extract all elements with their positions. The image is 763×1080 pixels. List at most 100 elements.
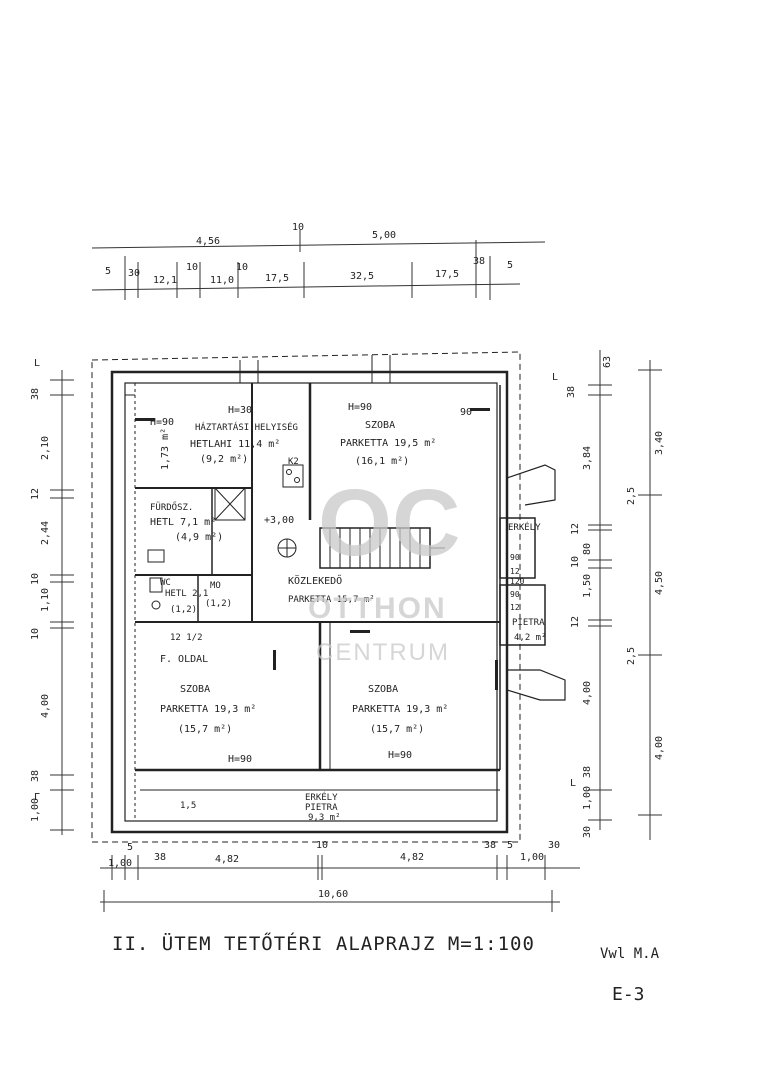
room-r7-name: KÖZLEKEDŐ bbox=[288, 573, 342, 587]
right-dim: 10 bbox=[570, 556, 581, 568]
room-r3-height: H=90 bbox=[348, 402, 372, 413]
watermark: OC OTTHON CENTRUM bbox=[308, 470, 461, 666]
walls bbox=[91, 351, 566, 843]
right-outer-dim: 3,40 bbox=[654, 431, 665, 455]
top-dimension-lines bbox=[91, 230, 546, 300]
bottom-dim: 5 bbox=[507, 840, 513, 851]
room-r1-height: H=90 bbox=[150, 417, 174, 428]
room-r3-area: PARKETTA 19,5 m² bbox=[340, 438, 436, 449]
left-dim: 10 bbox=[30, 628, 41, 640]
right-dim: 2,5 bbox=[626, 647, 637, 665]
right-dim: L bbox=[570, 778, 576, 789]
watermark-line2: CENTRUM bbox=[316, 639, 450, 666]
bottom-dim: 1,00 bbox=[520, 852, 544, 863]
right-dims-outer: 63 3,40 4,50 4,00 bbox=[602, 356, 665, 760]
left-dims: L 38 2,10 12 2,44 10 1,10 10 4,00 38 Г 1… bbox=[30, 358, 51, 822]
right-dim: 1,00 bbox=[582, 786, 593, 810]
room-r10-dim: 12 1/2 bbox=[170, 633, 203, 643]
room-r4-net: (4,9 m²) bbox=[175, 532, 223, 543]
bottom-dim: 38 bbox=[484, 840, 496, 851]
room-labels: H=90 1,73 m² HÁZTARTÁSI HELYISÉG H=30 HE… bbox=[150, 402, 547, 823]
left-dim: 1,00 bbox=[30, 798, 41, 822]
left-dim: 12 bbox=[30, 488, 41, 500]
right-dim: 12 bbox=[570, 523, 581, 535]
left-dim: L bbox=[34, 358, 40, 369]
bottom-dimension-lines bbox=[100, 855, 580, 912]
right-dim: 38 bbox=[582, 766, 593, 778]
top-dim-456: 4,56 bbox=[196, 236, 220, 247]
top-dim: 5 bbox=[105, 266, 111, 277]
right-outer-dim: 63 bbox=[602, 356, 613, 368]
room-r1-area: 1,73 m² bbox=[160, 428, 171, 470]
right-dim: 38 bbox=[566, 386, 577, 398]
bottom-dim: 4,82 bbox=[215, 854, 239, 865]
bottom-total-dim: 10,60 bbox=[318, 889, 348, 900]
right-dimension-lines bbox=[588, 350, 662, 840]
room-r4-name: FÜRDŐSZ. bbox=[150, 502, 193, 513]
room-r6-level: +3,00 bbox=[264, 515, 294, 526]
left-dim: 2,10 bbox=[40, 436, 51, 460]
right-dim: 4,00 bbox=[582, 681, 593, 705]
room-r5-name: WC bbox=[160, 578, 171, 588]
watermark-line1: OTTHON bbox=[308, 592, 447, 625]
room-r2-height: H=30 bbox=[228, 405, 252, 416]
top-dim-500: 5,00 bbox=[372, 230, 396, 241]
top-dim: 17,5 bbox=[265, 273, 289, 284]
watermark-logo: OC bbox=[318, 470, 461, 576]
right-dim: 30 bbox=[582, 826, 593, 838]
right-dim: 12 bbox=[570, 616, 581, 628]
room-r5-mo-net: (1,2) bbox=[205, 599, 232, 609]
room-r7-area: PARKETTA 15,7 m² bbox=[288, 595, 375, 605]
room-r5-mo: MO bbox=[210, 581, 221, 591]
top-dim: 38 bbox=[473, 256, 485, 267]
right-dim: L bbox=[552, 372, 558, 383]
top-dim: 11,0 bbox=[210, 275, 234, 286]
bottom-dim: 10 bbox=[316, 840, 328, 851]
bottom-dim: 4,82 bbox=[400, 852, 424, 863]
bottom-dim: 5 bbox=[127, 842, 133, 853]
room-r10-area: PARKETTA 19,3 m² bbox=[160, 704, 256, 715]
room-r9-area: 4,2 m² bbox=[514, 633, 547, 643]
bottom-dim: 38 bbox=[154, 852, 166, 863]
top-dim: 30 bbox=[128, 268, 140, 279]
room-r3-net: (16,1 m²) bbox=[355, 456, 409, 467]
room-r2-k2: K2 bbox=[288, 457, 299, 467]
room-r12-area: 9,3 m² bbox=[308, 813, 341, 823]
room-r8-dim: 90 bbox=[510, 553, 520, 562]
left-dimension-lines bbox=[50, 370, 74, 835]
room-r2-area: HETLAHI 11,4 m² bbox=[190, 439, 280, 450]
room-r8-dim: 120 bbox=[510, 577, 525, 586]
room-r5-area: HETL 2,1 bbox=[165, 589, 208, 599]
left-dim: 38 bbox=[30, 770, 41, 782]
room-r8-dim: 90 bbox=[510, 590, 520, 599]
top-dims-row1: 5 30 12,1 10 11,0 10 17,5 32,5 17,5 38 5 bbox=[105, 256, 513, 286]
right-dims-inner: L 38 3,84 2,5 12 80 10 1,50 12 2,5 4,00 … bbox=[552, 372, 637, 838]
right-dim: 2,5 bbox=[626, 487, 637, 505]
top-dim: 10 bbox=[186, 262, 198, 273]
room-r11-name: SZOBA bbox=[368, 684, 398, 695]
top-dim-10: 10 bbox=[292, 222, 304, 233]
room-r12-sub: PIETRA bbox=[305, 803, 338, 813]
room-r8-name: ERKÉLY bbox=[508, 521, 541, 533]
top-dim: 10 bbox=[236, 262, 248, 273]
right-outer-dim: 4,50 bbox=[654, 571, 665, 595]
window-markers bbox=[135, 408, 498, 690]
room-r10-net: (15,7 m²) bbox=[178, 724, 232, 735]
room-r8-dim: 12 bbox=[510, 567, 520, 576]
top-dim: 12,1 bbox=[153, 275, 177, 286]
room-r2-name: HÁZTARTÁSI HELYISÉG bbox=[195, 421, 298, 433]
room-r10-side: F. OLDAL bbox=[160, 654, 208, 665]
room-r4-area: HETL 7,1 m² bbox=[150, 517, 216, 528]
bottom-dim: 1,00 bbox=[108, 858, 132, 869]
room-r2-net: (9,2 m²) bbox=[200, 454, 248, 465]
room-r3-name: SZOBA bbox=[365, 420, 395, 431]
sheet-id: E-3 bbox=[612, 984, 645, 1005]
right-dim: 3,84 bbox=[582, 446, 593, 470]
room-r11-net: (15,7 m²) bbox=[370, 724, 424, 735]
drawing-title: II. ÜTEM TETŐTÉRI ALAPRAJZ M=1:100 bbox=[112, 931, 535, 955]
right-dim: 1,50 bbox=[582, 574, 593, 598]
right-dim: 80 bbox=[582, 543, 593, 555]
bottom-dim: 30 bbox=[548, 840, 560, 851]
top-dim: 5 bbox=[507, 260, 513, 271]
left-dim: 1,10 bbox=[40, 588, 51, 612]
